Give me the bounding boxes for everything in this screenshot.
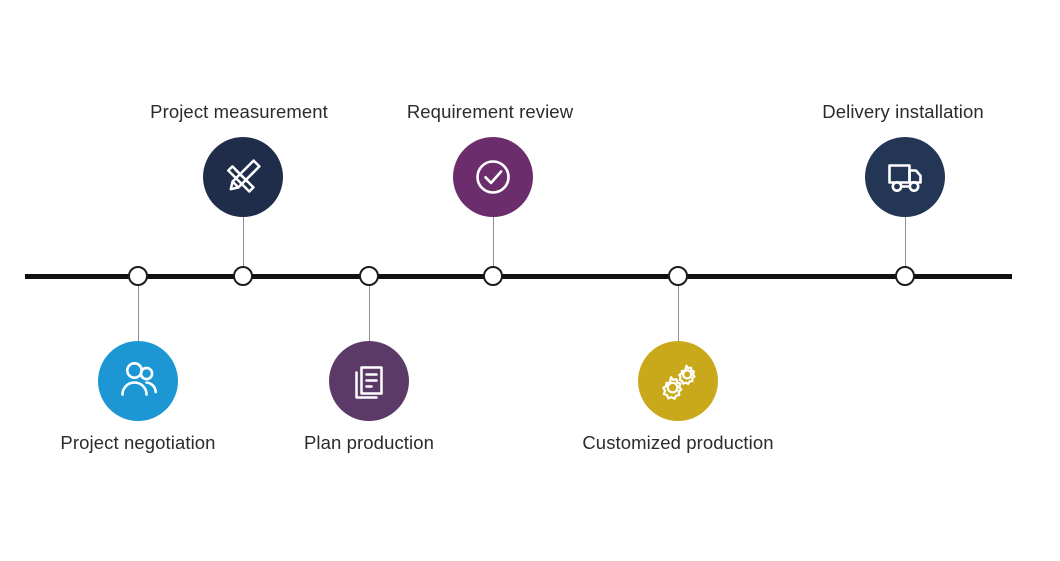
icon-bubble-customized-production[interactable] <box>638 341 718 421</box>
axis-node-customized-production[interactable] <box>668 266 688 286</box>
stem-project-negotiation <box>138 282 139 360</box>
axis-node-plan-production[interactable] <box>359 266 379 286</box>
label-project-measurement: Project measurement <box>150 101 328 122</box>
delivery-truck-icon <box>882 156 928 198</box>
axis-node-requirement-review[interactable] <box>483 266 503 286</box>
check-circle-icon <box>470 154 516 200</box>
label-requirement-review: Requirement review <box>406 101 574 122</box>
pencil-ruler-icon <box>220 154 266 200</box>
axis-node-project-negotiation[interactable] <box>128 266 148 286</box>
stem-plan-production <box>369 282 370 360</box>
label-plan-production: Plan production <box>303 432 435 453</box>
gears-icon <box>654 357 702 405</box>
label-delivery-installation: Delivery installation <box>822 101 984 122</box>
label-project-negotiation: Project negotiation <box>60 432 216 453</box>
stem-customized-production <box>678 282 679 360</box>
timeline-axis <box>25 274 1012 279</box>
icon-bubble-plan-production[interactable] <box>329 341 409 421</box>
icon-bubble-project-negotiation[interactable] <box>98 341 178 421</box>
stem-project-measurement <box>243 190 244 276</box>
icon-bubble-delivery-installation[interactable] <box>865 137 945 217</box>
axis-node-delivery-installation[interactable] <box>895 266 915 286</box>
users-group-icon <box>115 359 161 403</box>
label-customized-production: Customized production <box>582 432 774 453</box>
documents-stack-icon <box>347 359 391 403</box>
stem-requirement-review <box>493 190 494 276</box>
icon-bubble-project-measurement[interactable] <box>203 137 283 217</box>
axis-node-project-measurement[interactable] <box>233 266 253 286</box>
icon-bubble-requirement-review[interactable] <box>453 137 533 217</box>
stem-delivery-installation <box>905 190 906 276</box>
